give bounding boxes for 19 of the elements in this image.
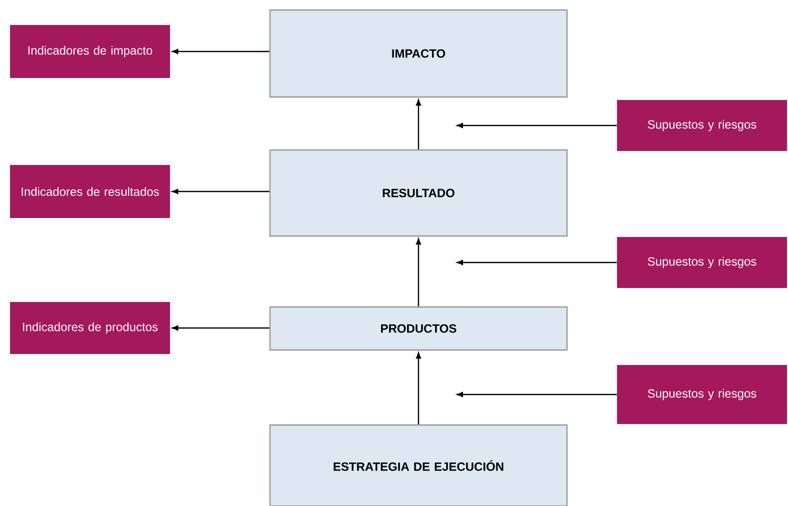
assumption-box: Supuestos y riesgos: [617, 365, 787, 424]
process-box: IMPACTO: [269, 9, 568, 98]
indicator-box: Indicadores de productos: [10, 302, 170, 354]
process-box: PRODUCTOS: [269, 306, 568, 351]
arrow: [172, 48, 270, 54]
assumption-box: Supuestos y riesgos: [617, 237, 787, 288]
arrow: [456, 122, 617, 128]
arrow: [416, 352, 422, 424]
arrow: [416, 99, 422, 150]
process-box: ESTRATEGIA DE EJECUCIÓN: [269, 424, 568, 506]
assumption-box: Supuestos y riesgos: [617, 100, 787, 151]
arrow: [456, 260, 617, 266]
arrow: [172, 325, 270, 331]
indicator-box: Indicadores de impacto: [10, 25, 170, 78]
process-box: RESULTADO: [269, 149, 568, 237]
arrow: [172, 188, 270, 194]
indicator-box: Indicadores de resultados: [10, 165, 170, 218]
arrow: [456, 392, 617, 398]
arrow: [416, 238, 422, 306]
